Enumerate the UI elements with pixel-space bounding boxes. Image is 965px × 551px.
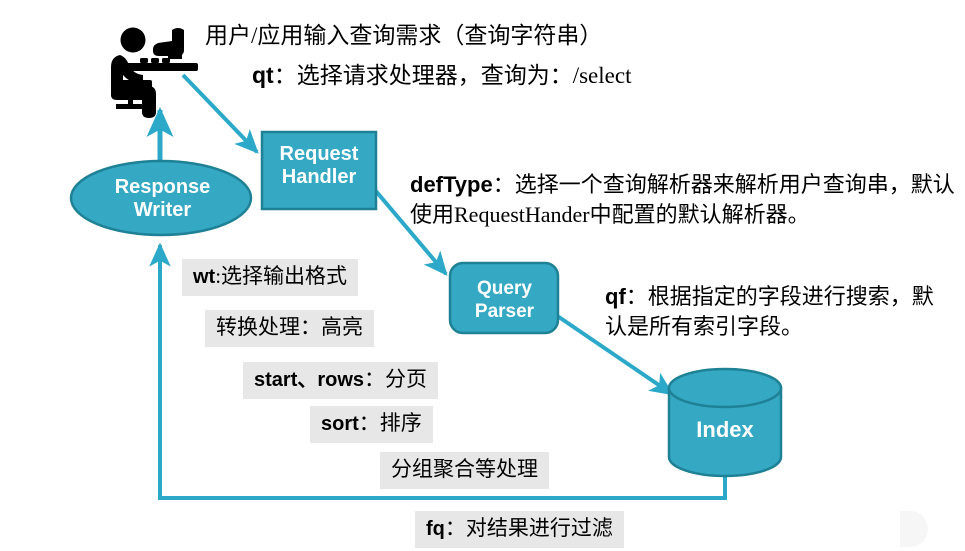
chip-sort-name: sort <box>321 413 359 435</box>
chip-start-rows-desc: ：分页 <box>364 367 428 391</box>
chip-group-aggregate: 分组聚合等处理 <box>380 452 549 489</box>
chip-wt-name: wt <box>193 266 216 288</box>
deftype-param-desc: ：选择一个查询解析器来解析用户查询串，默认使用RequestHander中配置的… <box>410 172 955 227</box>
chip-sort: sort：排序 <box>310 406 433 443</box>
qt-param-name: qt <box>252 62 274 88</box>
arrow-index-to-response-writer <box>149 242 727 500</box>
chip-sort-desc: ：排序 <box>358 411 422 435</box>
node-query-parser[interactable] <box>448 261 560 335</box>
node-response-writer[interactable] <box>69 159 253 237</box>
chip-start-rows-name: start、rows <box>254 369 365 391</box>
qf-param-desc: ：根据指定的字段进行搜索，默认是所有索引字段。 <box>605 284 934 339</box>
chip-wt-desc: :选择输出格式 <box>215 264 348 288</box>
title-text: 用户/应用输入查询需求（查询字符串） <box>205 23 603 48</box>
qf-param-name: qf <box>605 284 626 309</box>
chip-transform: 转换处理：高亮 <box>205 310 374 347</box>
chip-fq-desc: ：对结果进行过滤 <box>444 516 613 540</box>
qf-annotation: qf：根据指定的字段进行搜索，默认是所有索引字段。 <box>605 282 955 342</box>
watermark-mark <box>900 511 928 547</box>
node-index[interactable] <box>667 367 783 478</box>
chip-fq: fq：对结果进行过滤 <box>415 511 624 548</box>
chip-transform-desc: 转换处理：高亮 <box>216 315 363 339</box>
arrow-user-to-request-handler <box>181 73 259 154</box>
deftype-param-name: defType <box>410 172 493 197</box>
qt-param-desc: ：选择请求处理器，查询为：/select <box>273 63 632 88</box>
chip-start-rows: start、rows：分页 <box>243 362 439 399</box>
qt-annotation: qt：选择请求处理器，查询为：/select <box>252 56 631 90</box>
chip-fq-name: fq <box>426 518 445 540</box>
arrow-query-parser-to-index <box>551 311 674 396</box>
chip-group-desc: 分组聚合等处理 <box>391 457 538 481</box>
arrow-request-handler-to-query-parser <box>373 188 448 276</box>
node-request-handler[interactable] <box>260 130 378 211</box>
deftype-annotation: defType：选择一个查询解析器来解析用户查询串，默认使用RequestHan… <box>410 170 955 230</box>
chip-wt: wt:选择输出格式 <box>182 259 359 296</box>
